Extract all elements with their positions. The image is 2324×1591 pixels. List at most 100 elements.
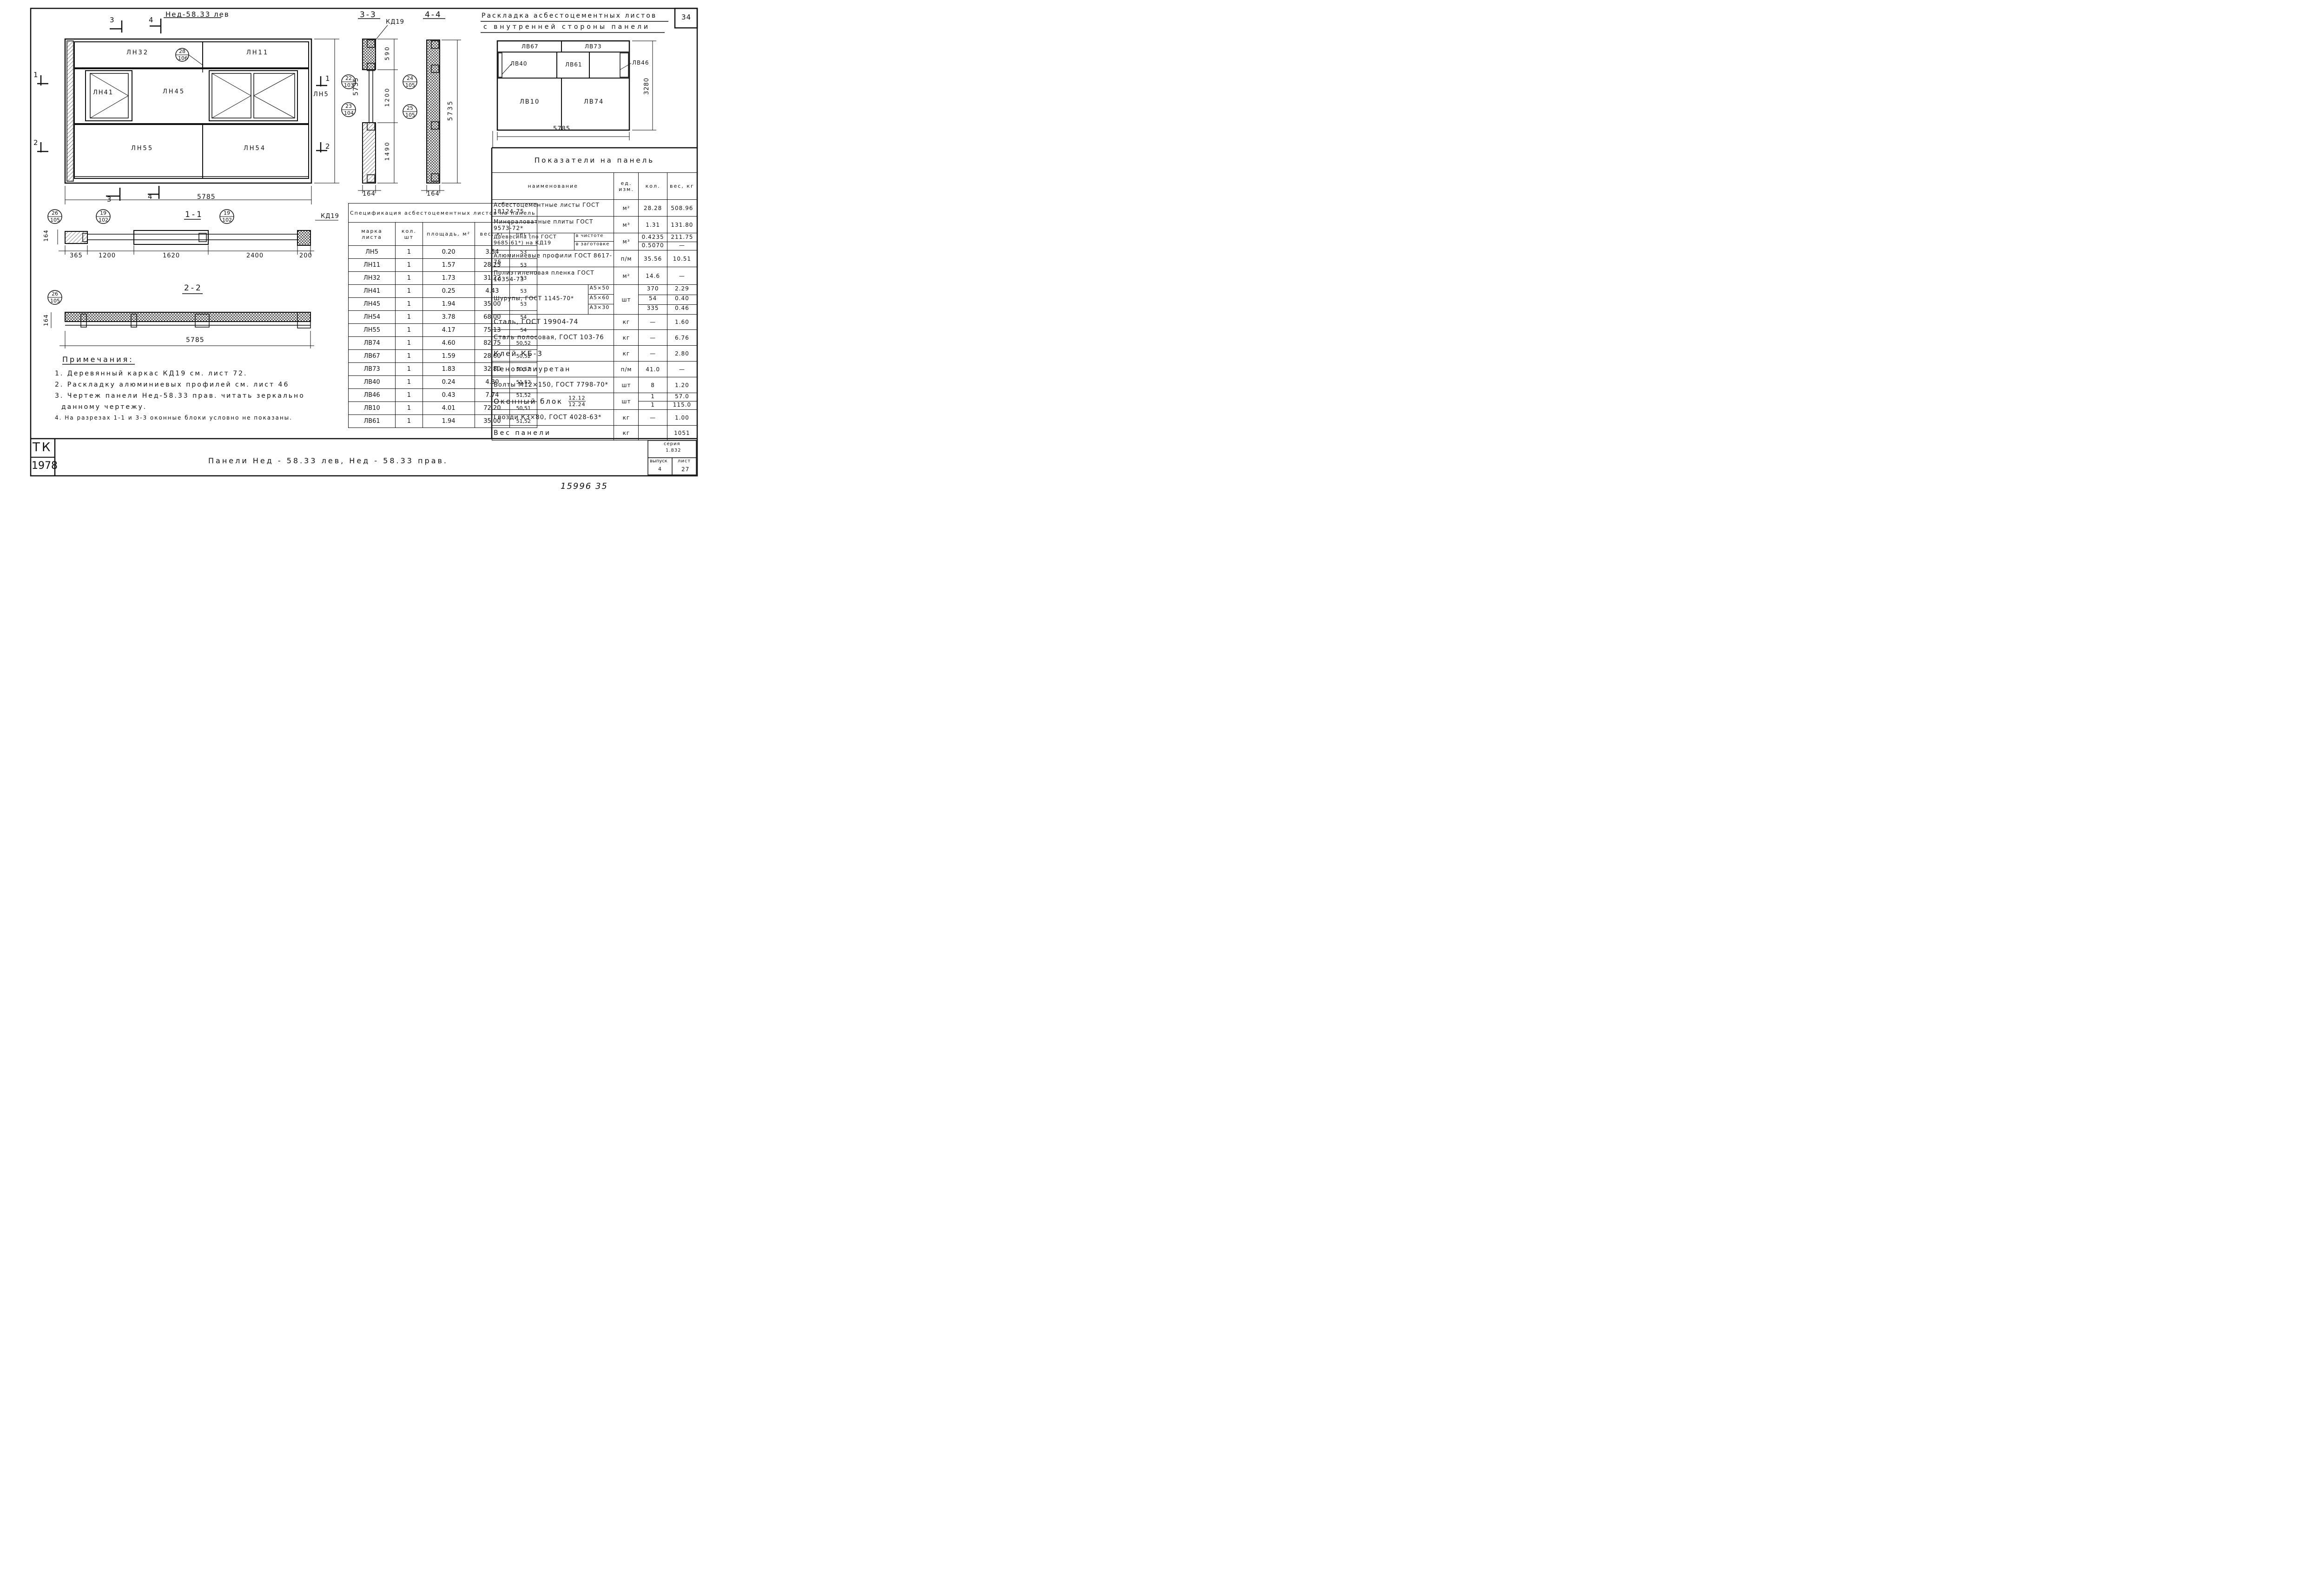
- ind-row-weight: —: [667, 267, 698, 285]
- elevation-callout-top: 28: [179, 48, 185, 54]
- ind-row-qty: —: [638, 345, 667, 362]
- ind-row-name: Клей КБ-3: [491, 345, 614, 362]
- ind-row-name: Алюминиевые профили ГОСТ 8617-75: [491, 250, 614, 267]
- elevation-callout-bottom: 106: [178, 55, 188, 61]
- ind-row-weight: 6.76: [667, 329, 698, 346]
- note-item: 2. Раскладку алюминиевых профилей см. ли…: [55, 381, 290, 388]
- elevation-width-dim: 5785: [197, 193, 216, 201]
- spec-cell-mark: ЛВ67: [348, 349, 396, 363]
- section-2-2-callout-bottom: 105: [50, 298, 60, 304]
- spec-cell-mark: ЛН5: [348, 245, 396, 259]
- stamp-list-label: лист: [678, 459, 691, 464]
- section-1-1-callout-1-bottom: 105: [50, 217, 60, 223]
- ind-screws-w-3: 0.46: [675, 304, 689, 311]
- ind-wood-weight-cell: 211.75 —: [667, 233, 698, 250]
- ind-header-unit: ед. изм.: [614, 172, 639, 200]
- layout-height: 3280: [643, 77, 650, 95]
- section-3-3-kd19: КД19: [386, 19, 404, 26]
- section-3-3-callout-1-bottom: 103: [344, 82, 354, 88]
- ind-window-cell: Оконный блок 12.12 12.24: [491, 393, 614, 410]
- spec-cell-mark: ЛН55: [348, 323, 396, 337]
- ind-screws-cell: Шурупы, ГОСТ 1145-70* А5×50 А5×60 А3×30: [491, 284, 614, 315]
- spec-cell-area: 4.17: [422, 323, 475, 337]
- layout-lv10: ЛВ10: [520, 99, 540, 105]
- ind-row-qty: 35.56: [638, 250, 667, 267]
- spec-cell-area: 0.43: [422, 388, 475, 402]
- panel-ln11: ЛН11: [246, 49, 269, 56]
- section-3-3-dim-590: 590: [384, 46, 390, 60]
- ind-window-f2: 12.24: [568, 401, 586, 408]
- spec-cell-qty: 1: [395, 414, 423, 428]
- spec-header-qty: кол. шт: [395, 222, 423, 246]
- ind-header-qty: кол.: [638, 172, 667, 200]
- spec-cell-area: 1.94: [422, 297, 475, 311]
- ind-row-weight: 1.20: [667, 377, 698, 393]
- ind-screws-size-2: А5×60: [588, 295, 614, 304]
- spec-cell-area: 1.83: [422, 362, 475, 376]
- spec-cell-qty: 1: [395, 271, 423, 285]
- section-3-3: [341, 18, 398, 193]
- ind-row-unit: м³: [614, 216, 639, 233]
- ind-row-name: Вес панели: [491, 425, 614, 440]
- ind-wood-name: Древесина (по ГОСТ 9685-61*) на КД19: [494, 234, 557, 246]
- layout-lv67: ЛВ67: [522, 43, 539, 50]
- ind-row-weight: 1.00: [667, 409, 698, 426]
- panel-ln55: ЛН55: [131, 145, 154, 152]
- stamp-tk: ТК: [33, 440, 53, 454]
- spec-cell-qty: 1: [395, 375, 423, 389]
- ind-window-unit: шт: [614, 393, 639, 410]
- stamp-list-value: 27: [681, 466, 690, 473]
- section-3-3-dim-1490: 1490: [384, 141, 390, 161]
- layout-lv74: ЛВ74: [584, 99, 604, 105]
- section-2-2-callout-top: 26: [52, 291, 58, 297]
- cut-label-2-right: 2: [325, 142, 330, 151]
- section-1-1-callout-3-bottom: 102: [222, 217, 232, 223]
- ind-header-weight: вес, кг: [667, 172, 698, 200]
- layout-title-line2: с внутренней стороны панели: [483, 23, 651, 31]
- spec-cell-area: 1.94: [422, 414, 475, 428]
- ind-wood-sub1: в чистоте: [574, 233, 614, 242]
- ind-screws-w-1: 2.29: [667, 285, 697, 295]
- ind-row-qty: 8: [638, 377, 667, 393]
- section-3-3-dim-1200: 1200: [384, 87, 390, 107]
- section-4-4-thickness: 164: [427, 191, 440, 197]
- panel-ln32: ЛН32: [126, 49, 149, 56]
- ind-header-name: наименование: [491, 172, 614, 200]
- layout-width: 5785: [553, 125, 571, 132]
- ind-screws-size-3: А3×30: [589, 304, 610, 310]
- drawing-sheet: [30, 7, 698, 477]
- ind-row-name: Сталь, ГОСТ 19904-74: [491, 314, 614, 330]
- ind-row-name: Пенополиуретан: [491, 361, 614, 377]
- stamp-vyp-value: 4: [658, 466, 662, 472]
- section-4-4-height: 5735: [447, 99, 454, 121]
- indicators-table: Показатели на панель наименование ед. из…: [491, 148, 698, 440]
- section-2-2-title: 2-2: [184, 283, 203, 293]
- section-2-2-thickness: 164: [43, 314, 49, 326]
- ind-screws-qty-cell: 370 54 335: [638, 284, 667, 315]
- spec-header-area: площадь, м²: [422, 222, 475, 246]
- ind-row-weight: 131.80: [667, 216, 698, 233]
- spec-cell-mark: ЛН54: [348, 310, 396, 324]
- ind-window-weight-cell: 57.0 115.0: [667, 393, 698, 410]
- spec-cell-qty: 1: [395, 284, 423, 298]
- ind-row-name: Минераловатные плиты ГОСТ 9573-72*: [491, 216, 614, 233]
- ind-row-qty: —: [638, 409, 667, 426]
- spec-cell-mark: ЛВ46: [348, 388, 396, 402]
- layout-lv40: ЛВ40: [510, 60, 528, 67]
- ind-row-qty: 41.0: [638, 361, 667, 377]
- ind-screws-qty-2: 54: [639, 295, 667, 305]
- section-4-4-callout-1-top: 24: [407, 75, 413, 81]
- spec-cell-mark: ЛВ10: [348, 401, 396, 415]
- section-3-3-callout-2-bottom: 104: [344, 110, 354, 116]
- ind-row-name: Полиэтиленовая пленка ГОСТ 10354-73: [491, 267, 614, 285]
- cut-label-4-bottom: 4: [148, 192, 153, 201]
- section-1-1-dim-365: 365: [70, 252, 83, 259]
- ind-window-q1: 1: [639, 393, 667, 401]
- stamp-vyp-label: выпуск: [650, 459, 667, 464]
- ind-row-name: Гвозди К3×80, ГОСТ 4028-63*: [491, 409, 614, 426]
- section-1-1-thickness: 164: [43, 230, 49, 242]
- spec-cell-area: 3.78: [422, 310, 475, 324]
- spec-cell-area: 1.73: [422, 271, 475, 285]
- spec-cell-area: 0.24: [422, 375, 475, 389]
- ind-row-unit: кг: [614, 425, 639, 440]
